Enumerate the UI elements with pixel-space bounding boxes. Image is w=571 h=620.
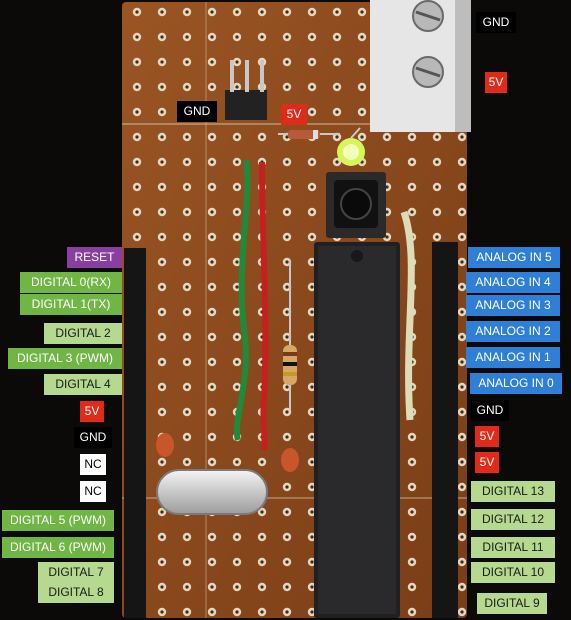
analog-in-4-label: ANALOG IN 4 — [466, 272, 560, 293]
digital-13-label: DIGITAL 13 — [471, 481, 555, 502]
digital-2-label: DIGITAL 2 — [44, 323, 122, 344]
analog-in-1-label: ANALOG IN 1 — [466, 347, 560, 368]
analog-in-2-label: ANALOG IN 2 — [466, 321, 560, 342]
ceramic-capacitors — [156, 433, 299, 472]
digital-10-label: DIGITAL 10 — [471, 562, 555, 583]
jumper-wires — [233, 159, 415, 451]
analog-in-3-label: ANALOG IN 3 — [466, 295, 560, 316]
left-5v-label: 5V — [80, 401, 104, 422]
led — [337, 127, 365, 166]
digital-5-label: DIGITAL 5 (PWM) — [2, 510, 114, 531]
digital-9-label: DIGITAL 9 — [477, 593, 547, 614]
digital-1-label: DIGITAL 1(TX) — [20, 294, 122, 315]
nc-2-label: NC — [80, 481, 106, 502]
resistor — [283, 260, 297, 410]
diode — [278, 130, 340, 139]
terminal-5v-label: 5V — [485, 72, 507, 93]
screw-terminal — [370, 0, 471, 132]
atmega-chip — [314, 242, 400, 618]
regulator-gnd-label: GND — [177, 101, 217, 122]
reset-label: RESET — [67, 247, 122, 268]
voltage-regulator — [225, 60, 267, 120]
right-5v-1-label: 5V — [475, 426, 499, 447]
right-gnd-label: GND — [471, 400, 509, 421]
digital-4-label: DIGITAL 4 — [44, 374, 122, 395]
digital-3-label: DIGITAL 3 (PWM) — [8, 348, 122, 369]
nc-1-label: NC — [80, 454, 106, 475]
digital-6-label: DIGITAL 6 (PWM) — [2, 537, 114, 558]
terminal-gnd-label: GND — [476, 12, 516, 33]
digital-8-label: DIGITAL 8 — [38, 582, 114, 603]
digital-11-label: DIGITAL 11 — [471, 537, 555, 558]
reset-pushbutton — [326, 172, 386, 238]
regulator-5v-label: 5V — [281, 104, 307, 125]
digital-0-label: DIGITAL 0(RX) — [20, 272, 122, 293]
header-right — [432, 242, 458, 618]
crystal-oscillator — [156, 469, 268, 515]
digital-12-label: DIGITAL 12 — [471, 509, 555, 530]
right-5v-2-label: 5V — [475, 452, 499, 473]
analog-in-0-label: ANALOG IN 0 — [470, 373, 562, 394]
digital-7-label: DIGITAL 7 — [38, 562, 114, 583]
left-gnd-label: GND — [74, 427, 112, 448]
header-left — [124, 248, 146, 618]
analog-in-5-label: ANALOG IN 5 — [468, 247, 560, 268]
